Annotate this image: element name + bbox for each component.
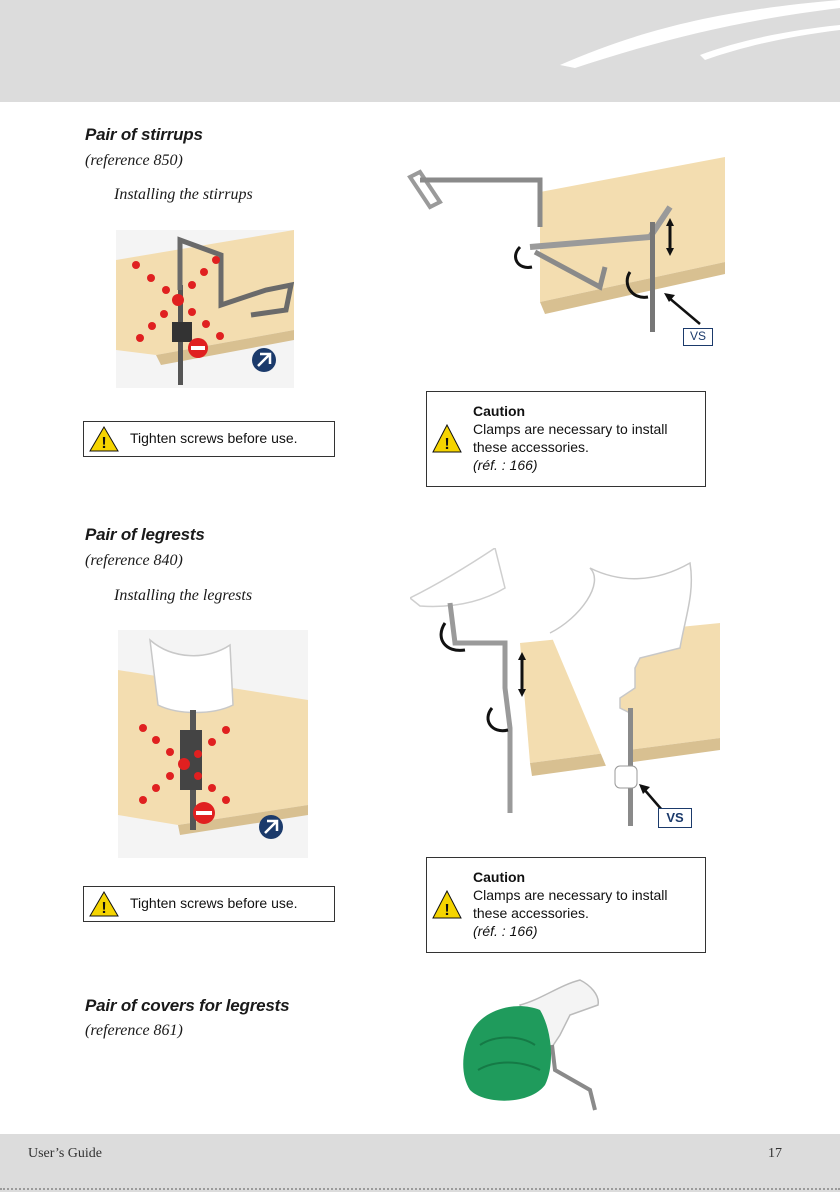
footer-divider (0, 1188, 840, 1190)
warning-triangle-icon: ! (89, 426, 119, 452)
warning-box: ! Tighten screws before use. (83, 421, 335, 457)
warning-text: Tighten screws before use. (130, 895, 298, 911)
section-title: Pair of legrests (85, 525, 205, 544)
section-title: Pair of covers for legrests (85, 996, 290, 1015)
caution-line: these accessories. (473, 905, 589, 921)
warning-triangle-icon: ! (89, 891, 119, 917)
footer-document-title: User’s Guide (28, 1146, 103, 1161)
caution-line: Clamps are necessary to install (473, 421, 668, 437)
svg-text:!: ! (101, 900, 106, 917)
caution-heading: Caution (473, 869, 526, 885)
caution-box: ! Caution Clamps are necessary to instal… (426, 391, 706, 487)
section-subtitle: Installing the stirrups (114, 186, 253, 203)
svg-text:!: ! (444, 902, 449, 919)
caution-reference: (réf. : 166) (473, 457, 538, 473)
svg-text:!: ! (101, 435, 106, 452)
caution-box: ! Caution Clamps are necessary to instal… (426, 857, 706, 953)
page-number: 17 (768, 1146, 782, 1161)
warning-triangle-icon: ! (432, 889, 462, 919)
section-title: Pair of stirrups (85, 125, 203, 144)
stirrup-wrong-photo (116, 230, 295, 388)
warning-triangle-icon: ! (432, 423, 462, 453)
caution-line: Clamps are necessary to install (473, 887, 668, 903)
section-reference: (reference 850) (85, 152, 183, 169)
legrest-wrong-photo (118, 630, 308, 858)
warning-box: ! Tighten screws before use. (83, 886, 335, 922)
header-wing-logo (560, 0, 840, 68)
footer-band: User’s Guide 17 (0, 1134, 840, 1192)
svg-text:!: ! (444, 436, 449, 453)
caution-heading: Caution (473, 403, 526, 419)
stirrup-installed-photo (400, 152, 730, 352)
section-reference: (reference 840) (85, 552, 183, 569)
caution-reference: (réf. : 166) (473, 923, 538, 939)
section-subtitle: Installing the legrests (114, 587, 253, 604)
caution-line: these accessories. (473, 439, 589, 455)
vs-label: VS (683, 328, 713, 346)
vs-label: VS (658, 808, 692, 828)
header-band (0, 0, 840, 102)
warning-text: Tighten screws before use. (130, 430, 298, 446)
legrest-cover-photo (460, 975, 610, 1115)
legrest-installed-photo (408, 546, 726, 833)
section-reference: (reference 861) (85, 1022, 183, 1039)
